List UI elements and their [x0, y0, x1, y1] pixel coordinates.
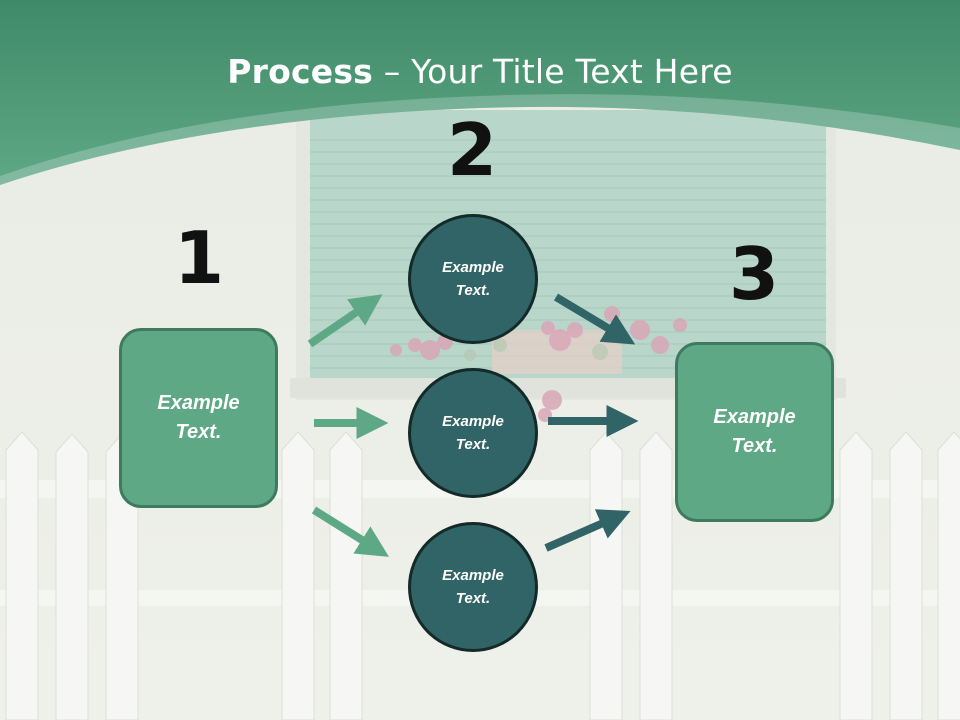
header-wave: [0, 0, 960, 185]
process-circle-middle-label: Example Text.: [442, 413, 504, 453]
slide-title: Process – Your Title Text Here: [0, 52, 960, 91]
step-number-2: 2: [446, 108, 498, 192]
process-box-right-label: Example Text.: [713, 406, 796, 457]
process-circle-top-label: Example Text.: [442, 259, 504, 299]
process-box-left: Example Text.: [119, 328, 278, 508]
process-box-left-label: Example Text.: [157, 392, 240, 443]
step-number-1: 1: [173, 216, 225, 300]
process-circle-top: Example Text.: [408, 214, 538, 344]
process-circle-bottom-label: Example Text.: [442, 567, 504, 607]
process-circle-bottom: Example Text.: [408, 522, 538, 652]
process-box-right: Example Text.: [675, 342, 834, 522]
step-number-3: 3: [728, 232, 780, 316]
title-bold: Process: [227, 52, 374, 91]
process-circle-middle: Example Text.: [408, 368, 538, 498]
title-rest: – Your Title Text Here: [373, 52, 733, 91]
